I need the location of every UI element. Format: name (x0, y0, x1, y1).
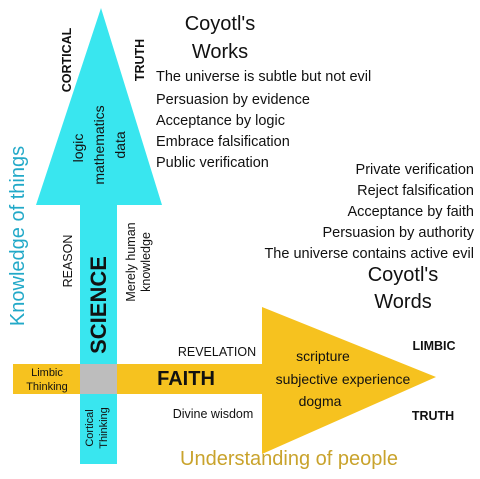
truth-tip-label: TRUTH (412, 409, 454, 423)
works-title-line1: Coyotl's (185, 13, 256, 35)
science-label: SCIENCE (86, 256, 111, 354)
words-item: Reject falsification (357, 183, 474, 199)
limbic-thinking-label-line1: Limbic (31, 367, 63, 379)
works-title-line2: Works (192, 41, 248, 63)
merely-human-label-line1: Merely human (124, 222, 138, 301)
faith-label: FAITH (157, 368, 215, 390)
science-content-item: mathematics (91, 105, 107, 184)
science-content-item: data (112, 131, 128, 158)
merely-human-label-line2: knowledge (139, 232, 153, 292)
cortical-thinking-label-line2: Thinking (98, 407, 110, 449)
words-title-line2: Words (374, 291, 431, 313)
faith-arrow (13, 307, 436, 454)
knowledge-axis-label: Knowledge of things (7, 146, 29, 326)
science-tip-right-label: TRUTH (133, 39, 147, 81)
faith-content-item: subjective experience (276, 371, 411, 387)
understanding-axis-label: Understanding of people (180, 448, 398, 470)
faith-content-item: scripture (296, 348, 350, 364)
revelation-label: REVELATION (178, 345, 256, 359)
words-item: Persuasion by authority (322, 225, 474, 241)
science-content-item: logic (70, 134, 86, 163)
divine-wisdom-label: Divine wisdom (173, 407, 254, 421)
reason-label: REASON (61, 235, 75, 288)
cortical-thinking-label-line1: Cortical (84, 409, 96, 446)
intersection-square (80, 364, 117, 394)
limbic-tip-label: LIMBIC (412, 339, 455, 353)
science-arrow (36, 8, 162, 464)
works-item: Public verification (156, 155, 269, 171)
limbic-thinking-label-line2: Thinking (26, 381, 68, 393)
works-item: Embrace falsification (156, 134, 290, 150)
words-title-line1: Coyotl's (368, 264, 439, 286)
words-item: Acceptance by faith (347, 204, 474, 220)
works-item: Acceptance by logic (156, 113, 285, 129)
words-item: Private verification (356, 162, 474, 178)
works-item: The universe is subtle but not evil (156, 69, 371, 85)
faith-content-item: dogma (299, 393, 342, 409)
science-tip-left-label: CORTICAL (60, 27, 74, 92)
works-item: Persuasion by evidence (156, 92, 310, 108)
words-item: The universe contains active evil (264, 246, 474, 262)
